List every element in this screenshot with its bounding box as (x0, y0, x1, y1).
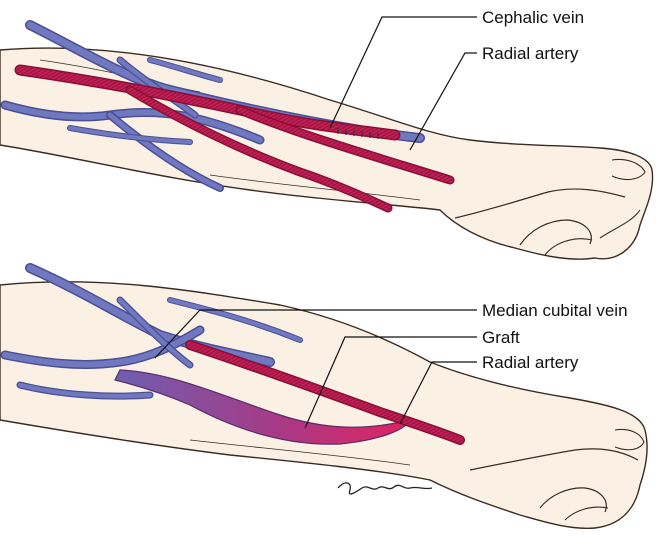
label-graft-text: Graft (482, 328, 520, 347)
label-cephalic-vein-text: Cephalic vein (482, 8, 584, 27)
label-radial-artery-top-text: Radial artery (482, 44, 579, 63)
label-median-cubital-vein-text: Median cubital vein (482, 301, 628, 320)
artist-signature (338, 483, 432, 494)
label-radial-artery-bottom-text: Radial artery (482, 353, 579, 372)
